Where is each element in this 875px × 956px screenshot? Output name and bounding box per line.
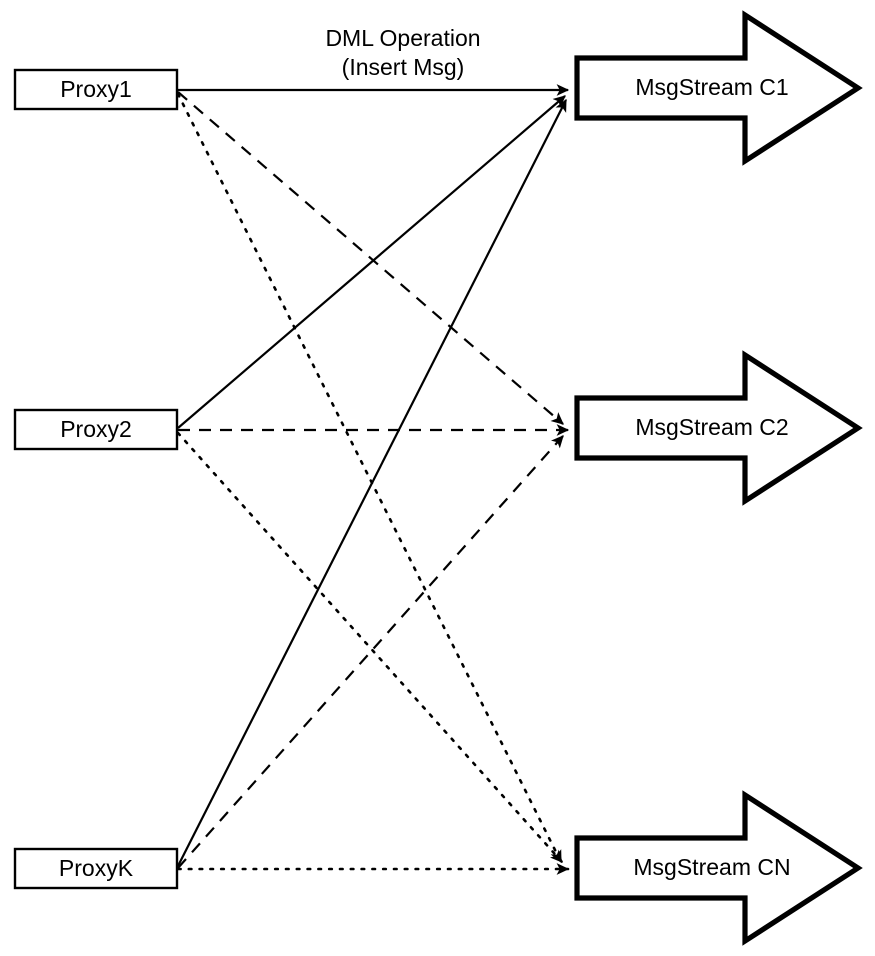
caption-line-1: DML Operation (325, 25, 480, 51)
link-proxyk-to-c2[interactable] (177, 435, 564, 869)
msgstream-node-c2[interactable]: MsgStream C2 (574, 350, 863, 506)
caption-line-2: (Insert Msg) (342, 54, 465, 80)
dml-operation-caption: DML Operation (Insert Msg) (325, 25, 480, 80)
link-proxy1-to-cn[interactable] (176, 92, 563, 864)
msgstream-cn-arrow-shape[interactable] (574, 790, 863, 946)
msgstream-node-cn[interactable]: MsgStream CN (574, 790, 863, 946)
msgstream-c1-arrow-shape[interactable] (574, 10, 863, 166)
msgstream-c2-label: MsgStream C2 (635, 414, 788, 440)
proxy2-label: Proxy2 (60, 416, 132, 442)
msgstream-node-c1[interactable]: MsgStream C1 (574, 10, 863, 166)
msgstream-cn-label: MsgStream CN (633, 854, 790, 880)
proxyk-label: ProxyK (59, 855, 134, 881)
link-proxy2-to-c1[interactable] (177, 95, 566, 429)
link-group (176, 84, 570, 875)
proxy2-box[interactable] (13, 408, 179, 451)
msgstream-c1-label: MsgStream C1 (635, 74, 788, 100)
proxy-node-proxy1[interactable]: Proxy1 (13, 68, 179, 111)
link-proxy1-to-c2[interactable] (177, 91, 564, 425)
proxy1-box[interactable] (13, 68, 179, 111)
msgstream-c2-arrow-shape[interactable] (574, 350, 863, 506)
link-proxyk-to-c1[interactable] (177, 98, 567, 867)
proxyk-box[interactable] (13, 847, 179, 890)
proxy-node-proxy2[interactable]: Proxy2 (13, 408, 179, 451)
proxy1-label: Proxy1 (60, 76, 132, 102)
proxy-node-proxyk[interactable]: ProxyK (13, 847, 179, 890)
link-proxy2-to-cn[interactable] (176, 431, 564, 864)
